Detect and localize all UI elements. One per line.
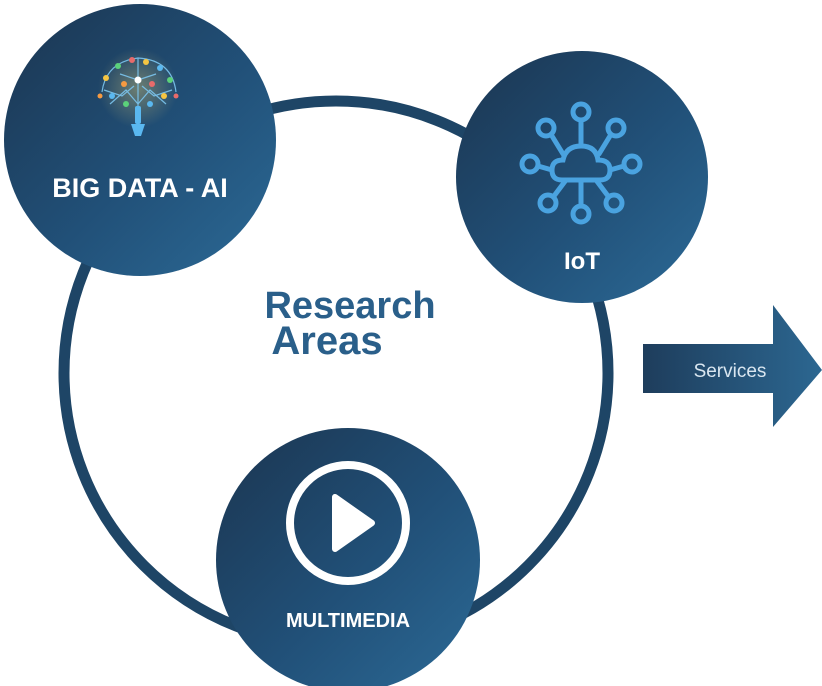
node-bigdata[interactable]: BIG DATA - AI [4, 4, 276, 276]
arrow-right-icon [643, 305, 822, 427]
node-iot-label: IoT [564, 248, 600, 275]
node-bigdata-label: BIG DATA - AI [52, 173, 227, 203]
play-icon [286, 461, 410, 585]
services-arrow[interactable]: Services [643, 305, 822, 427]
node-iot[interactable]: IoT [456, 51, 708, 303]
services-label: Services [694, 361, 767, 382]
center-title-line2: Areas [271, 319, 382, 363]
brain-network-icon [97, 48, 179, 136]
center-title-line1: Research [264, 285, 435, 327]
node-multimedia[interactable]: MULTIMEDIA [216, 428, 480, 686]
node-multimedia-label: MULTIMEDIA [286, 610, 410, 632]
cloud-network-icon [519, 101, 643, 225]
